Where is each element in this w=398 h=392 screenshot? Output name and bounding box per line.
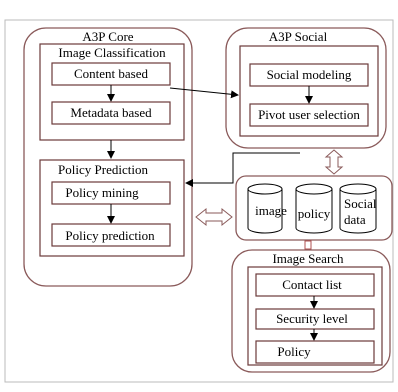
image-classification-title: Image Classification — [58, 45, 166, 60]
security-level-label: Security level — [276, 311, 348, 326]
arrow-database-to-prediction — [185, 152, 300, 187]
arrow-core-to-social — [169, 87, 239, 99]
policy-mining-label: Policy mining — [65, 185, 139, 200]
social-data-label-line2: data — [344, 212, 366, 227]
social-data-cylinder — [339, 183, 377, 234]
double-arrow-core-database — [195, 207, 233, 227]
policy-database-cylinder — [295, 183, 333, 234]
pivot-user-selection-label: Pivot user selection — [258, 107, 360, 122]
social-modeling-label: Social modeling — [267, 67, 352, 82]
policy-prediction-box — [51, 223, 171, 247]
policy-box — [255, 340, 375, 364]
content-based-label: Content based — [74, 66, 149, 81]
image-database-label: image — [255, 203, 287, 218]
metadata-based-label: Metadata based — [70, 105, 152, 120]
outer-frame — [4, 19, 394, 383]
contact-list-box — [255, 273, 375, 297]
a3p-core-title: A3P Core — [82, 29, 133, 44]
pivot-user-selection-box — [249, 103, 369, 127]
database-search-connector — [304, 240, 312, 250]
image-search-title: Image Search — [272, 251, 344, 266]
image-database-cylinder — [247, 183, 283, 234]
social-data-label-line1: Social — [344, 196, 377, 211]
double-arrow-social-database — [324, 149, 344, 175]
contact-list-label: Contact list — [282, 277, 342, 292]
policy-label: Policy — [277, 344, 311, 359]
policy-prediction-title: Policy Prediction — [58, 162, 148, 177]
metadata-based-box — [51, 101, 171, 125]
policy-database-label: policy — [298, 206, 331, 221]
policy-prediction-label: Policy prediction — [65, 228, 155, 243]
security-level-box — [255, 308, 375, 330]
a3p-social-title: A3P Social — [269, 29, 328, 44]
